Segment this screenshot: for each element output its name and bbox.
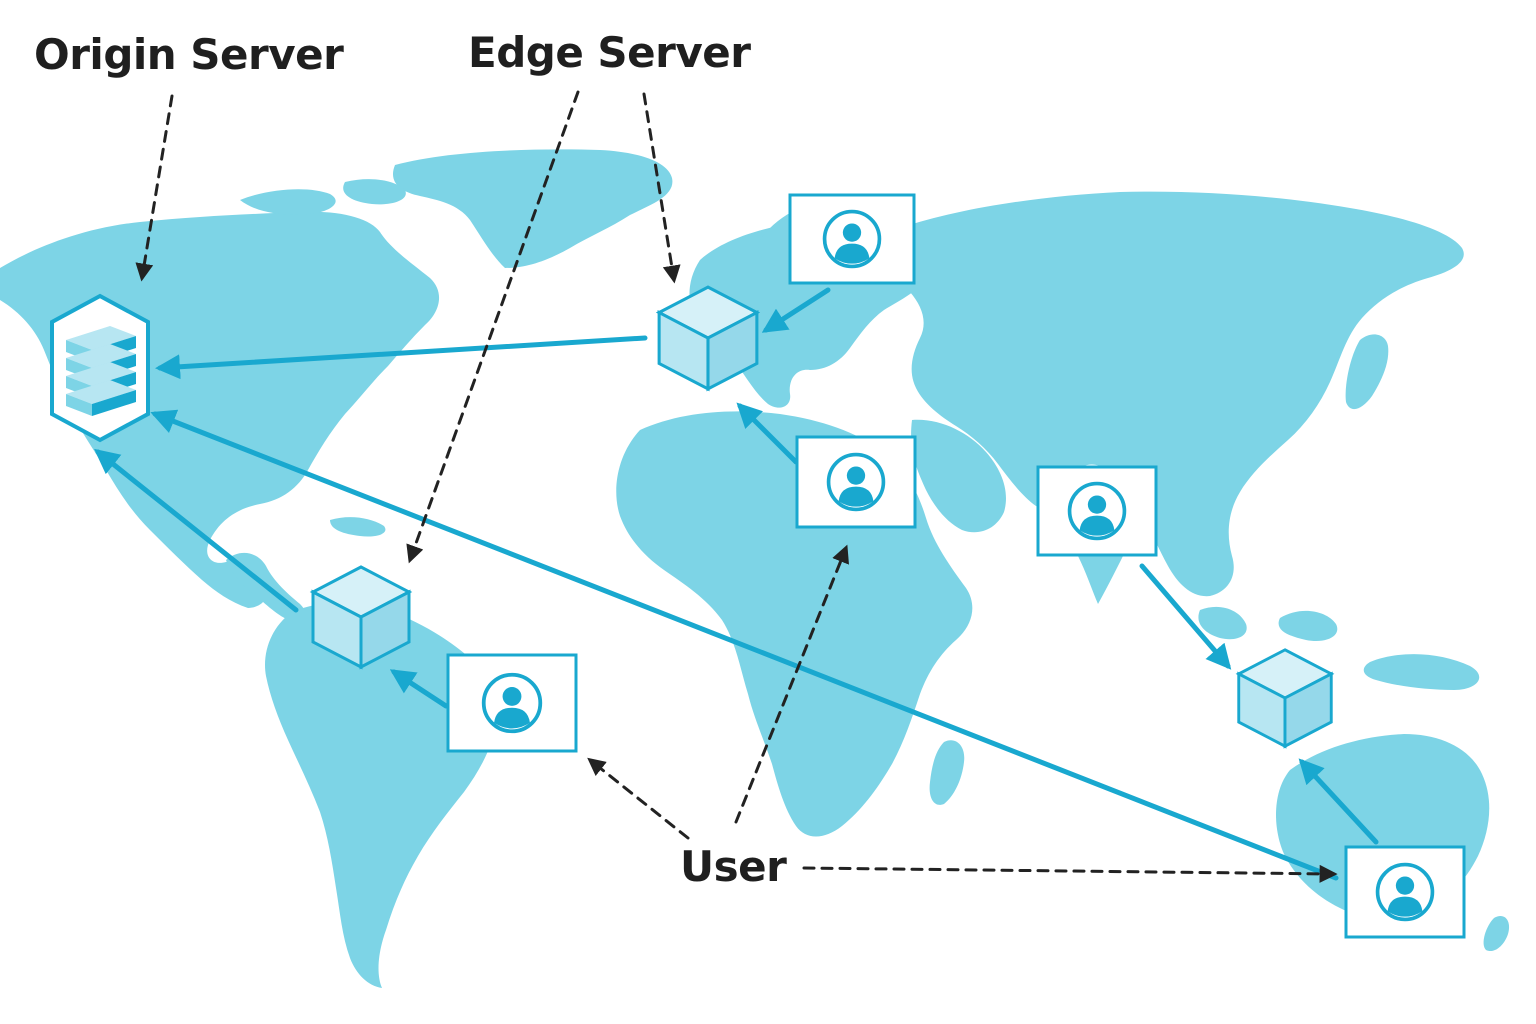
- landmass-arabia: [911, 419, 1006, 533]
- landmass-greenland: [392, 149, 673, 268]
- user-avatar-icon: [1375, 862, 1435, 922]
- edge-server-label: Edge Server: [468, 28, 751, 77]
- user-label: User: [680, 842, 787, 891]
- annotation-user-arrow-australia: [802, 864, 1338, 883]
- landmass-asia: [894, 191, 1464, 597]
- landmass-japan: [1345, 334, 1389, 410]
- edge-server-asia-cube-icon: [1237, 648, 1333, 748]
- annotation-edge-arrow-sa: [406, 90, 580, 564]
- annotation-user-arrow-africa: [734, 544, 849, 824]
- network-connections: [94, 287, 1379, 881]
- user-box-australia: [1344, 845, 1466, 939]
- connection-edge-europe-to-origin: [155, 335, 648, 380]
- connection-user-australia-to-origin: [150, 409, 1339, 881]
- user-box-asia: [1036, 465, 1158, 557]
- user-avatar-icon: [822, 209, 882, 269]
- landmass-central-america: [226, 517, 386, 623]
- annotation-edge-arrow-europe: [642, 92, 681, 284]
- connection-user-australia-to-edge: [1298, 758, 1379, 845]
- annotation-user-arrow-sa: [587, 757, 690, 840]
- user-avatar-icon: [481, 672, 543, 734]
- landmass-arctic-islands: [240, 179, 406, 215]
- user-box-south-america: [446, 653, 578, 753]
- landmass-new-zealand: [1483, 915, 1510, 952]
- user-avatar-icon: [1067, 481, 1127, 541]
- landmass-indonesia: [1198, 606, 1480, 690]
- annotation-origin-arrow: [135, 94, 174, 282]
- connection-user-africa-to-edge: [736, 402, 799, 465]
- connection-user-sa-to-edge: [389, 669, 449, 709]
- user-box-europe: [788, 193, 916, 285]
- connection-edge-sa-to-origin: [94, 448, 299, 613]
- landmass-madagascar: [929, 740, 965, 805]
- connection-user-asia-to-edge: [1139, 563, 1232, 670]
- connection-user-europe-to-edge: [761, 287, 831, 333]
- user-box-africa: [795, 435, 917, 529]
- annotation-arrows: [135, 90, 1338, 883]
- origin-server-icon: [50, 293, 150, 443]
- origin-server-label: Origin Server: [34, 30, 344, 79]
- user-avatar-icon: [826, 452, 886, 512]
- landmass-africa: [616, 411, 973, 837]
